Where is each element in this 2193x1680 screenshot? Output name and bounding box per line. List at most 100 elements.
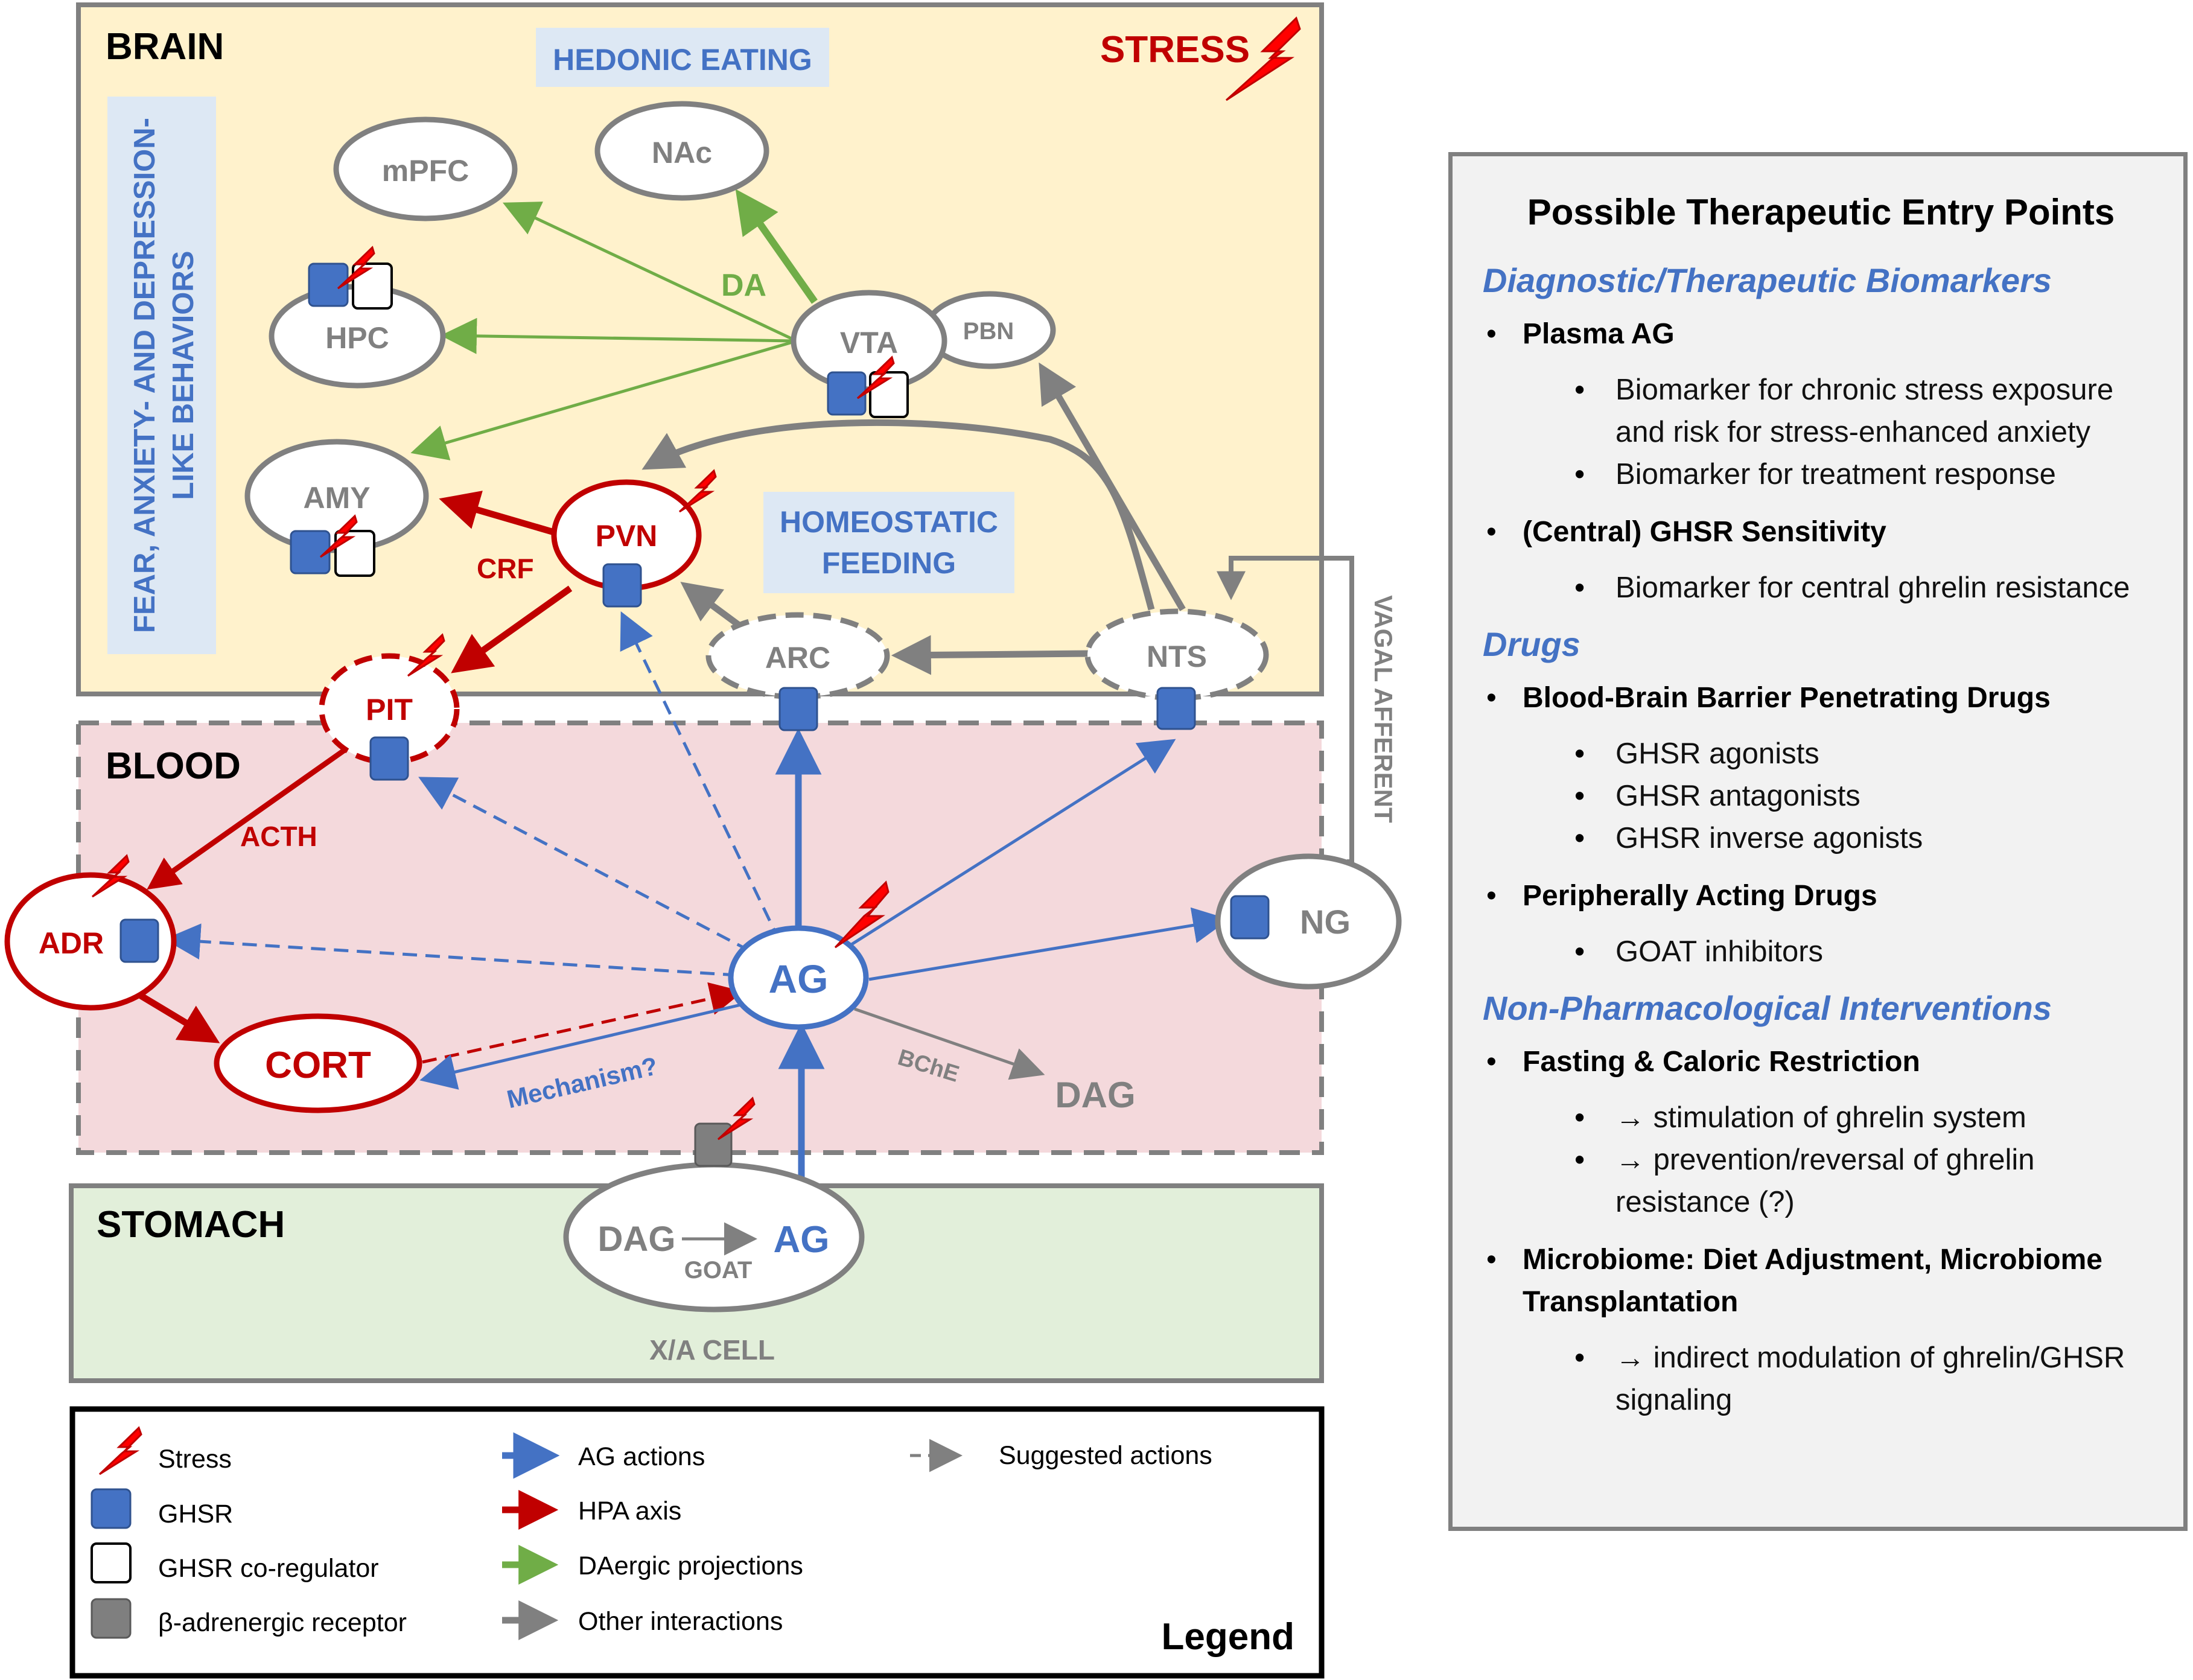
brain-label: BRAIN bbox=[106, 26, 224, 68]
da-arrow-vta-amy bbox=[410, 339, 797, 460]
list-item: •Plasma AG bbox=[1486, 318, 1675, 350]
vagal-afferent-label: VAGAL AFFERENT bbox=[1369, 595, 1398, 823]
list-subitem: •GHSR antagonists bbox=[1574, 780, 1860, 812]
nts-to-pbn-arrow bbox=[1039, 362, 1186, 611]
svg-text:PIT: PIT bbox=[366, 693, 413, 727]
legend-other-label: Other interactions bbox=[578, 1607, 783, 1636]
ag-to-cort-mechanism-arrow bbox=[419, 1003, 742, 1090]
list-subitem: •Biomarker for treatment response bbox=[1574, 458, 2056, 491]
ghsr-ng bbox=[1230, 895, 1270, 940]
arc-node: ARC bbox=[705, 612, 890, 700]
homeostatic-box bbox=[763, 492, 1014, 593]
svg-text:VTA: VTA bbox=[840, 326, 898, 360]
section-heading-non-pharmacological: Non-Pharmacological Interventions bbox=[1483, 989, 2052, 1027]
ghsr-vta bbox=[827, 371, 867, 416]
stomach-ag-label: AG bbox=[774, 1219, 830, 1261]
pvn-to-pit-arrow bbox=[451, 585, 573, 673]
legend-stress-icon bbox=[98, 1426, 142, 1475]
list-subitem: •GHSR agonists bbox=[1574, 737, 1819, 770]
homeostatic-label-2: FEEDING bbox=[822, 546, 956, 580]
list-subitem: •GHSR inverse agonists bbox=[1574, 822, 1923, 854]
stomach-dag-label: DAG bbox=[598, 1220, 676, 1259]
legend-daergic-label: DAergic projections bbox=[578, 1551, 803, 1580]
legend-coregulator-label: GHSR co-regulator bbox=[158, 1554, 379, 1583]
legend-title: Legend bbox=[1162, 1616, 1294, 1658]
svg-text:NTS: NTS bbox=[1147, 640, 1207, 673]
legend-beta-receptor-square bbox=[91, 1598, 132, 1639]
cort-node: CORT bbox=[214, 1013, 422, 1113]
amy-node: AMY bbox=[244, 439, 429, 553]
legend-hpa-axis-label: HPA axis bbox=[578, 1497, 681, 1526]
stress-bolts bbox=[91, 246, 895, 1141]
svg-text:mPFC: mPFC bbox=[382, 154, 469, 188]
svg-text:NAc: NAc bbox=[652, 136, 712, 170]
list-subitem: •Biomarker for chronic stress exposure a… bbox=[1574, 374, 2114, 448]
cort-to-ag-dashed-arrow bbox=[422, 982, 743, 1064]
ng-node: NG bbox=[1215, 853, 1402, 990]
nts-to-arc-arrow bbox=[891, 635, 1093, 675]
pvn-to-amy-arrow bbox=[439, 491, 555, 536]
stress-icon-pit bbox=[407, 633, 445, 677]
goat-label: GOAT bbox=[684, 1257, 753, 1284]
dag-blood-label: DAG bbox=[1055, 1075, 1135, 1115]
adr-node: ADR bbox=[4, 872, 177, 1011]
ghsr-amy bbox=[290, 530, 331, 574]
therapy-title: Possible Therapeutic Entry Points bbox=[1527, 192, 2115, 232]
svg-text:CORT: CORT bbox=[265, 1045, 371, 1086]
crf-label: CRF bbox=[477, 553, 534, 584]
stomach-label: STOMACH bbox=[97, 1204, 285, 1246]
stress-icon-pvn bbox=[678, 469, 717, 513]
svg-text:AMY: AMY bbox=[303, 481, 370, 515]
da-arrow-vta-mpfc bbox=[502, 202, 798, 343]
arc-to-pvn-arrow bbox=[680, 582, 745, 631]
stress-icon-hpc bbox=[337, 246, 375, 290]
da-arrow-vta-nac bbox=[735, 189, 818, 304]
legend-box bbox=[69, 1406, 1325, 1679]
ag-to-pvn-dashed-arrow bbox=[620, 611, 781, 943]
svg-text:PVN: PVN bbox=[596, 519, 658, 553]
list-item: •Microbiome: Diet Adjustment, Microbiome… bbox=[1486, 1244, 2102, 1318]
list-item: •Blood-Brain Barrier Penetrating Drugs bbox=[1486, 682, 2051, 714]
nac-node: NAc bbox=[594, 101, 769, 201]
nts-node: NTS bbox=[1084, 608, 1269, 701]
list-subitem: •GOAT inhibitors bbox=[1574, 935, 1824, 968]
svg-text:HPC: HPC bbox=[325, 321, 389, 355]
da-label: DA bbox=[721, 268, 766, 303]
svg-text:ARC: ARC bbox=[765, 641, 830, 675]
section-heading-biomarkers: Diagnostic/Therapeutic Biomarkers bbox=[1483, 261, 2052, 299]
legend-coregulator-square bbox=[91, 1542, 132, 1583]
hedonic-box bbox=[536, 28, 829, 87]
list-subitem: •→ indirect modulation of ghrelin/GHSR s… bbox=[1574, 1341, 2125, 1416]
svg-text:NG: NG bbox=[1300, 903, 1351, 941]
ag-to-ng-arrow bbox=[868, 907, 1229, 981]
coregulator-hpc bbox=[352, 262, 393, 310]
stress-title: STRESS bbox=[1100, 29, 1250, 71]
ag-to-dag-bche-arrow bbox=[854, 1007, 1045, 1080]
ghsr-adr bbox=[119, 918, 159, 963]
ag-to-pit-dashed-arrow bbox=[418, 777, 751, 953]
legend-stress-label: Stress bbox=[158, 1445, 232, 1474]
mpfc-node: mPFC bbox=[333, 116, 518, 221]
ag-to-nts-arrow bbox=[844, 739, 1176, 950]
stress-icon-vta bbox=[856, 355, 895, 399]
svg-text:ADR: ADR bbox=[39, 926, 104, 960]
hedonic-label: HEDONIC EATING bbox=[553, 43, 812, 77]
list-item: •Peripherally Acting Drugs bbox=[1486, 880, 1877, 912]
therapeutic-entry-points-panel: Possible Therapeutic Entry Points Diagno… bbox=[1448, 152, 2188, 1531]
ag-to-adr-dashed-arrow bbox=[164, 923, 738, 977]
pit-to-adr-arrow bbox=[147, 745, 351, 890]
list-item: •(Central) GHSR Sensitivity bbox=[1486, 516, 1886, 548]
section-heading-drugs: Drugs bbox=[1483, 625, 1580, 663]
ghsr-nts bbox=[1156, 687, 1196, 730]
fear-label-1: FEAR, ANXIETY- AND DEPRESSION- bbox=[129, 118, 161, 633]
list-subitem: •→ prevention/reversal of ghrelin resist… bbox=[1574, 1144, 2035, 1218]
legend-suggested-label: Suggested actions bbox=[999, 1441, 1212, 1470]
nts-to-pvn-arrow bbox=[641, 419, 1155, 611]
stress-icon-xa-cell bbox=[717, 1096, 756, 1141]
legend-ag-actions-label: AG actions bbox=[578, 1442, 705, 1471]
stress-icon-ag bbox=[834, 880, 890, 949]
homeostatic-label-1: HOMEOSTATIC bbox=[780, 505, 998, 539]
beta-receptor-xa-cell bbox=[694, 1122, 733, 1167]
stress-icon-amy bbox=[319, 514, 358, 558]
ag-node: AG bbox=[728, 925, 869, 1030]
